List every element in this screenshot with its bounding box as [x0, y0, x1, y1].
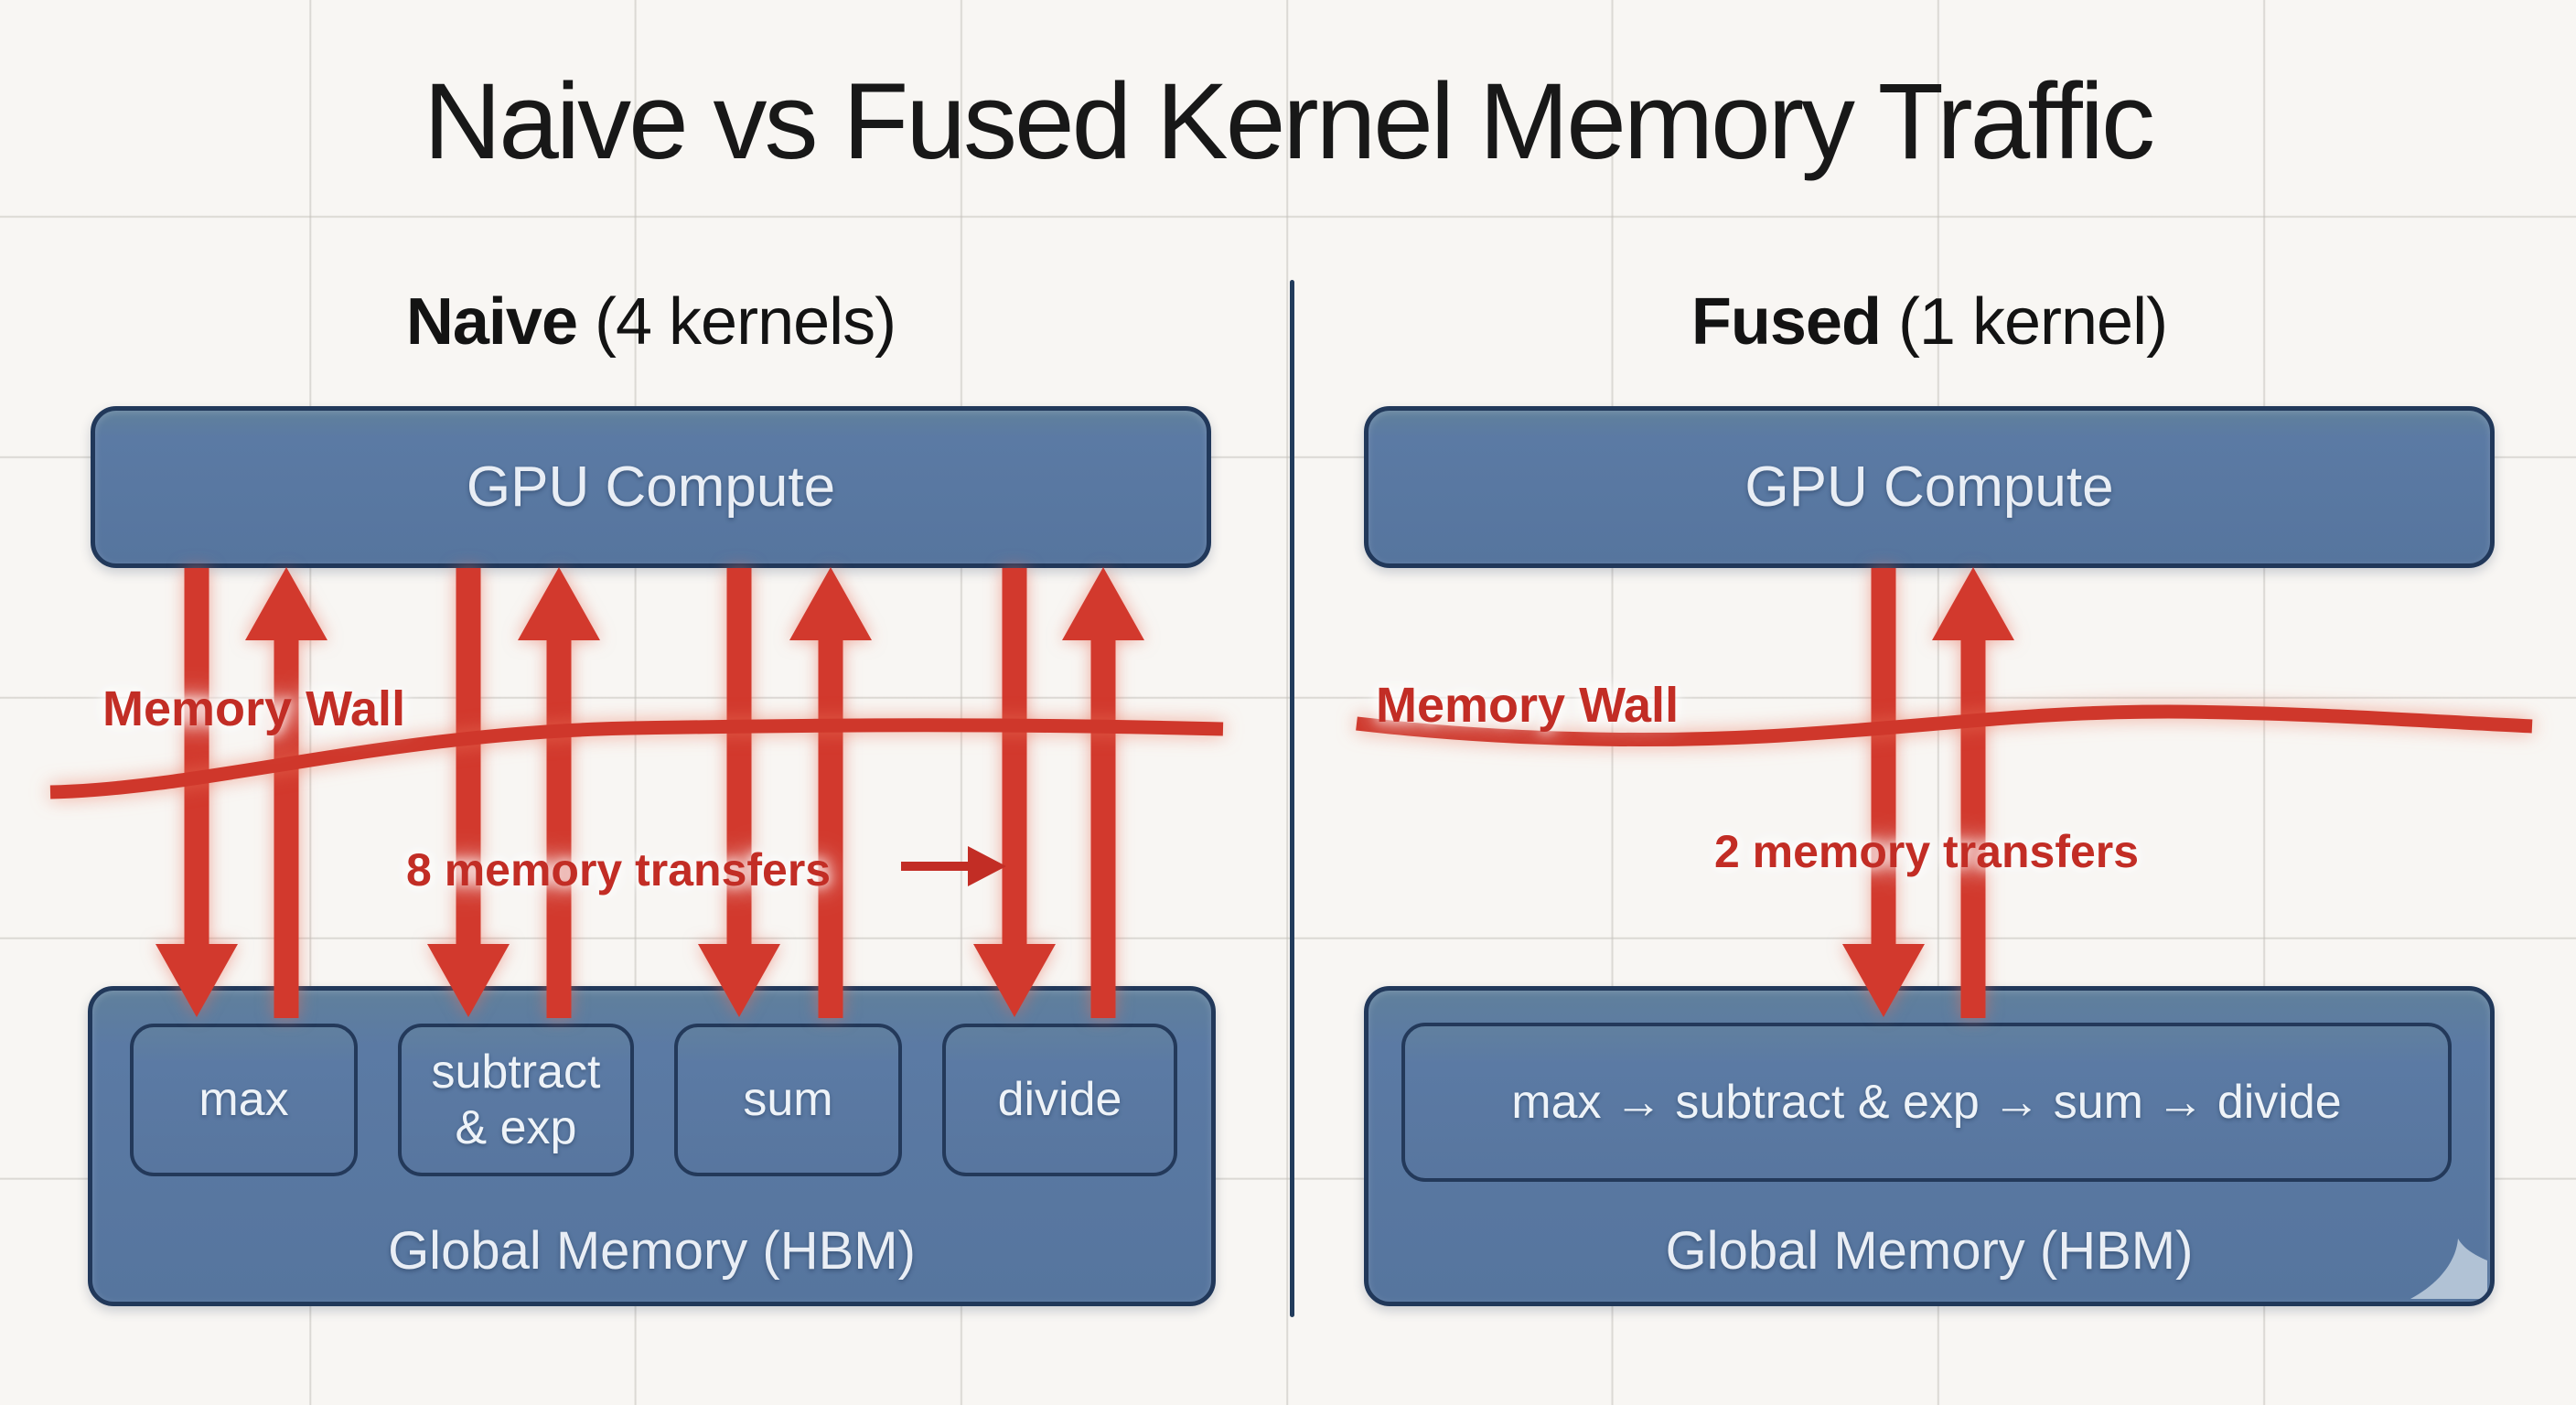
naive-gpu-compute-label: GPU Compute	[466, 456, 836, 519]
naive-heading-bold: Naive	[405, 285, 578, 359]
kernel-box-fused-pipeline: max → subtract & exp → sum → divide	[1401, 1023, 2452, 1182]
kernel-box-sum: sum	[674, 1024, 902, 1176]
naive-global-memory-label: Global Memory (HBM)	[388, 1220, 916, 1281]
fused-panel-heading: Fused (1 kernel)	[1364, 285, 2495, 360]
fused-global-memory-label: Global Memory (HBM)	[1665, 1220, 2194, 1281]
down-arrow-icon	[1842, 568, 1925, 1017]
up-arrow-icon	[245, 567, 1144, 1018]
naive-heading-rest: (4 kernels)	[577, 285, 896, 359]
kernel-box-divide: divide	[942, 1024, 1177, 1176]
page-title: Naive vs Fused Kernel Memory Traffic	[424, 61, 2155, 182]
up-arrow-icon	[1932, 567, 2014, 1018]
fused-heading-rest: (1 kernel)	[1880, 285, 2168, 359]
naive-transfer-count-label: 8 memory transfers	[406, 844, 832, 896]
naive-panel-heading: Naive (4 kernels)	[91, 285, 1211, 360]
panel-divider	[1290, 280, 1294, 1317]
right-arrow-icon	[901, 846, 1006, 886]
down-arrow-icon	[156, 568, 1056, 1017]
fused-gpu-compute-box	[1364, 406, 2495, 568]
fused-memory-wall-label: Memory Wall	[1376, 678, 1680, 733]
sail-watermark-icon	[2410, 1239, 2487, 1299]
kernel-box-max: max	[130, 1024, 358, 1176]
kernel-box-subtract-exp: subtract & exp	[398, 1024, 634, 1176]
fused-gpu-compute-label: GPU Compute	[1744, 456, 2114, 519]
naive-memory-wall-label: Memory Wall	[102, 681, 406, 736]
naive-gpu-compute-box	[91, 406, 1211, 568]
fused-heading-bold: Fused	[1690, 285, 1882, 359]
fused-transfer-count-label: 2 memory transfers	[1713, 826, 2140, 877]
